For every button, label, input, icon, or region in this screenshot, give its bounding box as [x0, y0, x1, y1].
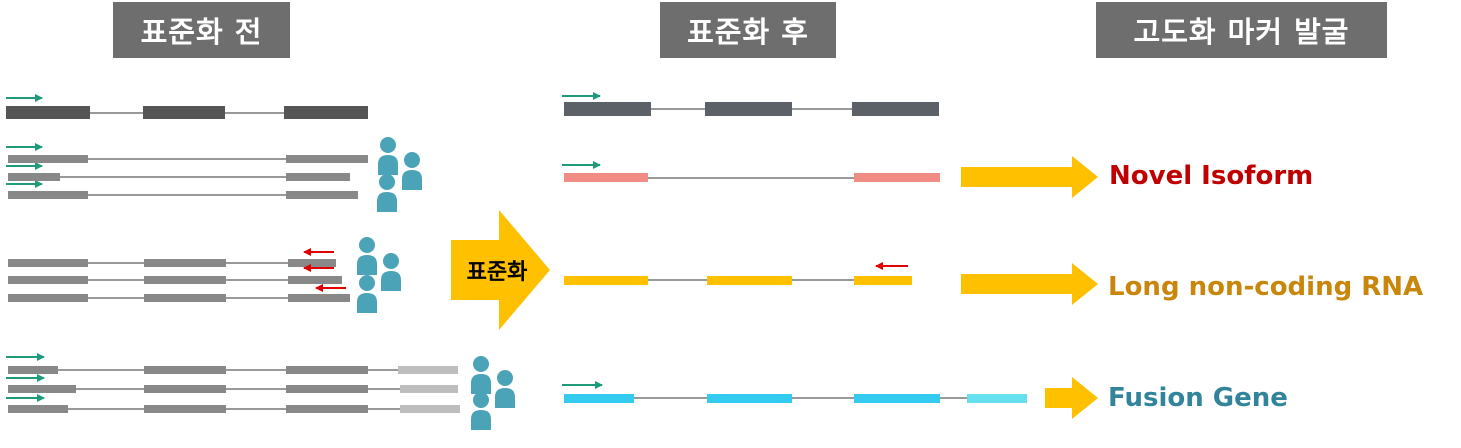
exon-block	[852, 102, 939, 116]
exon-block	[286, 385, 368, 393]
exon-block	[8, 191, 88, 199]
exon-block	[8, 405, 68, 413]
reference-transcript-before	[6, 94, 368, 119]
exon-block	[284, 106, 368, 119]
exon-block	[8, 294, 88, 302]
exon-block	[286, 405, 368, 413]
header-marker-discovery: 고도화 마커 발굴	[1096, 2, 1387, 58]
lncrna-label: Long non-coding RNA	[1108, 272, 1424, 302]
header-after-normalization: 표준화 후	[660, 2, 836, 58]
person-icon	[357, 237, 377, 275]
reference-transcript-after	[562, 92, 939, 116]
isoform-reads-group	[6, 137, 422, 212]
exon-block	[564, 173, 648, 182]
exon-block-partner-gene	[400, 405, 460, 413]
exon-block	[854, 276, 912, 285]
exon-block	[8, 366, 58, 374]
person-icon	[471, 392, 491, 430]
fusion-gene-transcript	[562, 381, 1027, 403]
person-icon	[378, 137, 398, 175]
exon-block-partner-gene	[400, 385, 458, 393]
exon-block	[8, 385, 76, 393]
novel-isoform-label: Novel Isoform	[1109, 161, 1314, 191]
fusion-gene-label: Fusion Gene	[1108, 383, 1288, 413]
exon-block	[564, 102, 651, 116]
exon-block	[8, 259, 88, 267]
person-icon	[471, 356, 491, 394]
exon-block	[8, 155, 88, 163]
header-before-normalization: 표준화 전	[113, 2, 290, 58]
output-arrow-novel-isoform	[961, 156, 1098, 198]
exon-block	[144, 385, 226, 393]
header-before-label: 표준화 전	[140, 15, 263, 49]
exon-block	[144, 405, 226, 413]
normalization-arrow-shape	[451, 210, 550, 330]
exon-block	[854, 173, 940, 182]
exon-block	[707, 276, 792, 285]
exon-block	[144, 366, 226, 374]
exon-block	[286, 366, 368, 374]
header-marker-label: 고도화 마커 발굴	[1133, 15, 1350, 49]
normalization-arrow-label: 표준화	[467, 260, 528, 285]
novel-isoform-transcript	[562, 161, 940, 182]
exon-block	[854, 394, 940, 403]
exon-block	[144, 259, 226, 267]
exon-block	[6, 106, 90, 119]
exon-block	[288, 276, 342, 284]
exon-block	[564, 394, 634, 403]
header-after-label: 표준화 후	[687, 15, 809, 49]
exon-block	[288, 259, 336, 267]
exon-block	[143, 106, 225, 119]
normalization-arrow: 표준화	[451, 210, 550, 330]
exon-block	[288, 294, 350, 302]
exon-block	[564, 276, 648, 285]
exon-block	[144, 294, 226, 302]
exon-block	[707, 394, 792, 403]
person-icon	[402, 152, 422, 190]
output-arrow-fusion-gene	[1045, 377, 1098, 419]
exon-block-partner-gene	[398, 366, 458, 374]
exon-block	[8, 173, 60, 181]
output-arrow-lncrna	[961, 263, 1098, 305]
exon-block	[286, 155, 368, 163]
lncrna-reads-group	[8, 237, 401, 313]
exon-block	[144, 276, 226, 284]
lncrna-transcript	[564, 262, 912, 285]
exon-block	[286, 173, 350, 181]
person-icon	[357, 275, 377, 313]
exon-block	[705, 102, 792, 116]
person-icon	[381, 253, 401, 291]
exon-block-partner-gene	[967, 394, 1027, 403]
person-icon	[495, 370, 515, 408]
exon-block	[286, 191, 358, 199]
exon-block	[8, 276, 88, 284]
fusion-reads-group	[6, 353, 515, 430]
person-icon	[377, 174, 397, 212]
